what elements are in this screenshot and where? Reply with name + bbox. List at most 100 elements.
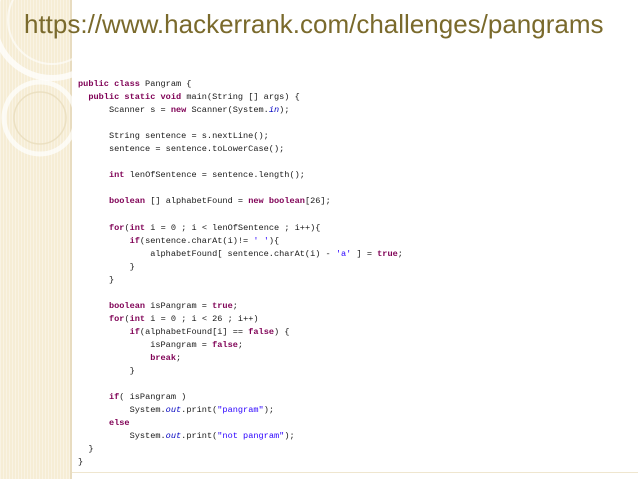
code-token: isPangram = <box>145 300 213 311</box>
code-token: [26]; <box>304 196 331 207</box>
code-token: boolean <box>108 196 146 207</box>
code-line: } <box>78 365 558 378</box>
code-token: boolean <box>108 300 146 311</box>
code-token: new boolean <box>248 196 305 207</box>
code-token: ; <box>237 339 244 350</box>
code-token: public class <box>78 79 140 89</box>
code-line: } <box>78 261 558 274</box>
code-line: } <box>78 456 558 469</box>
decorative-circles-graphic <box>0 0 113 157</box>
code-line <box>78 208 558 221</box>
code-line: isPangram = false; <box>78 339 558 352</box>
code-token: new <box>170 105 187 116</box>
code-line: } <box>78 443 558 456</box>
code-token: } <box>78 261 135 272</box>
code-line: public static void main(String [] args) … <box>78 91 558 104</box>
code-line: boolean isPangram = true; <box>78 300 558 313</box>
code-token: Pangram { <box>139 79 192 89</box>
code-token: } <box>78 444 94 455</box>
code-token: String sentence = s.nextLine(); <box>78 131 269 142</box>
code-token: ); <box>263 405 275 416</box>
code-token: Scanner(System. <box>186 105 269 116</box>
code-token: [] alphabetFound = <box>145 196 249 207</box>
code-token: i = 0 ; i < lenOfSentence ; i++){ <box>145 222 321 233</box>
code-token: 'a' <box>335 248 352 259</box>
code-token: int <box>129 222 146 233</box>
code-line: for(int i = 0 ; i < 26 ; i++) <box>78 313 558 326</box>
code-token <box>78 170 109 180</box>
code-token <box>78 92 88 102</box>
code-line <box>78 117 558 130</box>
code-token: true <box>212 300 233 311</box>
code-token <box>78 223 109 233</box>
code-line: } <box>78 274 558 287</box>
code-token: ); <box>279 105 290 116</box>
code-token: sentence = sentence.toLowerCase(); <box>78 144 285 155</box>
slide-title: https://www.hackerrank.com/challenges/pa… <box>24 9 604 39</box>
code-line: System.out.print("pangram"); <box>78 404 558 417</box>
code-token: ; <box>397 248 403 259</box>
code-token: ( isPangram ) <box>119 392 187 403</box>
code-token: System. <box>78 405 166 416</box>
code-token: for <box>108 222 125 233</box>
code-token <box>78 314 109 324</box>
code-line: alphabetFound[ sentence.charAt(i) - 'a' … <box>78 248 558 261</box>
code-token: "not pangram" <box>217 431 285 442</box>
code-token: false <box>212 339 238 350</box>
code-token: for <box>108 313 125 324</box>
code-line <box>78 156 558 169</box>
code-line: break; <box>78 352 558 365</box>
code-token <box>78 196 109 206</box>
bottom-divider <box>72 472 638 473</box>
code-token: true <box>377 248 398 259</box>
code-token: int <box>129 313 146 324</box>
code-line: boolean [] alphabetFound = new boolean[2… <box>78 195 558 208</box>
code-line: else <box>78 417 558 430</box>
code-token: out <box>165 405 182 416</box>
code-token: ( <box>124 313 130 324</box>
code-token: main(String [] args) { <box>181 92 300 103</box>
code-token: ) { <box>274 326 290 337</box>
code-token <box>78 353 150 363</box>
code-token: isPangram = <box>78 339 213 350</box>
code-token: .print( <box>181 405 218 416</box>
code-line: for(int i = 0 ; i < lenOfSentence ; i++)… <box>78 222 558 235</box>
code-line: System.out.print("not pangram"); <box>78 430 558 443</box>
code-token: i = 0 ; i < 26 ; i++) <box>145 313 259 324</box>
code-block: public class Pangram { public static voi… <box>78 78 558 469</box>
code-token <box>78 392 109 402</box>
code-token: alphabetFound[ sentence.charAt(i) - <box>78 248 336 259</box>
code-token: .print( <box>181 431 218 442</box>
code-line: if(alphabetFound[i] == false) { <box>78 326 558 339</box>
code-token: "pangram" <box>217 405 264 416</box>
code-token: ); <box>284 431 295 442</box>
code-token: in <box>268 105 280 116</box>
code-line: String sentence = s.nextLine(); <box>78 130 558 143</box>
code-line: if( isPangram ) <box>78 391 558 404</box>
code-token: else <box>108 418 130 429</box>
code-token: } <box>78 457 84 468</box>
code-token: if <box>129 235 140 246</box>
code-line: sentence = sentence.toLowerCase(); <box>78 143 558 156</box>
code-token: int <box>108 170 125 181</box>
code-line <box>78 287 558 300</box>
code-line: Scanner s = new Scanner(System.in); <box>78 104 558 117</box>
code-token: public static void <box>88 92 182 103</box>
code-token: System. <box>78 431 166 442</box>
code-line: if(sentence.charAt(i)!= ' '){ <box>78 235 558 248</box>
code-line <box>78 378 558 391</box>
code-token: ; <box>176 352 182 363</box>
code-token <box>78 327 130 337</box>
code-line <box>78 182 558 195</box>
band-divider <box>70 0 72 479</box>
code-line: int lenOfSentence = sentence.length(); <box>78 169 558 182</box>
code-token: ){ <box>268 235 280 246</box>
code-line: public class Pangram { <box>78 78 558 91</box>
code-token <box>78 236 130 246</box>
code-token: ] = <box>351 248 378 259</box>
code-token: Scanner s = <box>78 105 171 116</box>
code-token: ' ' <box>253 235 269 246</box>
code-token: ; <box>232 300 238 311</box>
code-token: } <box>78 274 115 285</box>
